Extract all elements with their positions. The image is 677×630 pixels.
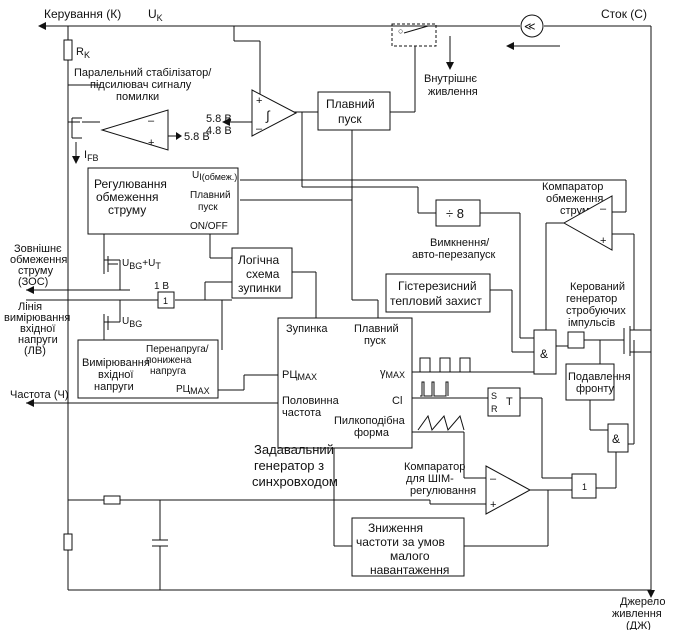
one-v-label: 1 В: [154, 281, 169, 292]
or-gate-label: 1: [582, 482, 587, 492]
input-measure-block: [77, 339, 219, 399]
and-gate-main-label: &: [540, 347, 548, 361]
limit-comparator: [562, 195, 613, 251]
divider-label: ÷ 8: [446, 206, 464, 221]
v58-left-label: 5.8 В: [206, 113, 232, 125]
one-v-buffer: [157, 291, 175, 309]
current-limit-block: [87, 167, 239, 235]
svg-text:–: –: [148, 115, 155, 127]
control-pin-label: Керування (К): [44, 7, 121, 21]
rk-label: RK: [76, 46, 90, 60]
current-limit-on-off: ON/OFF: [190, 221, 228, 232]
and-gate-blanking-label: &: [612, 432, 620, 446]
svg-text:+: +: [490, 499, 496, 511]
current-source-icon: [520, 14, 544, 38]
capacitor-icon: [152, 539, 168, 547]
line-measure-pin-label: Лінія вимірювання вхідної напруги (ЛВ): [4, 301, 73, 357]
pulse-waveform-icon: [419, 357, 471, 373]
schmitt-trigger: [251, 89, 298, 137]
left-resistor: [63, 533, 73, 551]
ff-t-label: T: [506, 396, 513, 408]
osc-stop-label: Зупинка: [286, 323, 328, 335]
power-mosfet-icon: [623, 326, 640, 356]
ff-r-label: R: [491, 404, 498, 414]
wires: [26, 22, 655, 598]
source-pin-label: Джерело живлення (ДЖ): [612, 596, 669, 630]
pwm-comparator: [485, 465, 532, 515]
osc-caption: Задавальний генератор з синхровходом: [252, 442, 338, 489]
svg-text:–: –: [600, 203, 607, 215]
svg-text:+: +: [148, 137, 154, 149]
clock-waveform-icon: [420, 381, 449, 397]
ext-limit-mosfet-icon: [103, 254, 118, 274]
svg-text:+: +: [256, 95, 262, 107]
input-measure-ovuv: Перенапруга/ понижена напруга: [146, 344, 211, 377]
light-load-label: Зниження частоти за умов малого навантаж…: [356, 521, 449, 577]
sawtooth-waveform-icon: [417, 414, 465, 432]
input-measure-dmax: РЦMAX: [176, 384, 210, 396]
osc-cl-label: Cl: [392, 395, 402, 407]
v48-left-label: 4.8 В: [206, 125, 232, 137]
svg-text:○: ○: [398, 26, 403, 36]
current-limit-title: Регулювання обмеження струму: [94, 177, 170, 217]
rk-resistor: [63, 39, 73, 61]
v58-right-label: 5.8 В: [184, 131, 210, 143]
logic-stop-block: [231, 247, 293, 299]
input-measure-title: Вимірювання вхідної напруги: [82, 357, 153, 393]
ifb-label: IFB: [84, 149, 99, 163]
bottom-resistor: [103, 495, 121, 505]
uk-label: UK: [148, 7, 163, 23]
auto-restart-label: Вимкнення/авто-перезапуск: [412, 237, 495, 261]
pwm-comparator-label: Компаратор для ШІМ- регулювання: [404, 461, 476, 497]
and-gate-main: [533, 329, 557, 375]
gate-generator-block: [567, 331, 585, 349]
leading-edge-block: [565, 363, 615, 401]
svg-text:–: –: [490, 473, 497, 485]
shunt-regulator-amp: [100, 109, 169, 151]
logic-stop-label: Логічна схема зупинки: [238, 253, 283, 295]
gate-generator-label: Керований генератор стробуючих імпульсів: [566, 281, 629, 329]
thermal-block: [385, 273, 491, 313]
ubg-mosfet-icon: [103, 314, 109, 332]
osc-dmax-label: РЦMAX: [282, 369, 317, 382]
svg-text:–: –: [256, 123, 263, 135]
ff-s-label: S: [491, 391, 497, 401]
current-limit-ulim: UI(обмеж.): [192, 170, 237, 182]
flip-flop: [487, 387, 521, 417]
soft-start-block: [317, 91, 391, 131]
ubg-label: UBG: [122, 316, 142, 329]
internal-supply-switch: [391, 23, 437, 47]
shunt-regulator-title: Паралельний стабілізатор/ підсилювач сиг…: [74, 67, 214, 103]
light-load-block: [351, 517, 465, 577]
divider-block: [435, 199, 481, 227]
frequency-pin-label: Частота (Ч): [10, 389, 69, 401]
shunt-mosfet-icon: [67, 116, 82, 140]
svg-text:+: +: [600, 235, 606, 247]
osc-gamma-label: γMAX: [380, 367, 405, 380]
oscillator-block: [277, 317, 413, 449]
or-gate: [571, 473, 597, 499]
ext-limit-pin-label: Зовнішнє обмеження струму (ЗОС): [10, 243, 70, 288]
ubg-ut-label: UBG+UT: [122, 258, 161, 271]
current-source-glyph: ≪: [524, 21, 536, 33]
one-v-gate: 1: [163, 296, 168, 306]
and-gate-blanking: [607, 423, 629, 453]
drain-pin-label: Сток (С): [601, 7, 647, 21]
schmitt-icon: ∫: [265, 108, 271, 123]
